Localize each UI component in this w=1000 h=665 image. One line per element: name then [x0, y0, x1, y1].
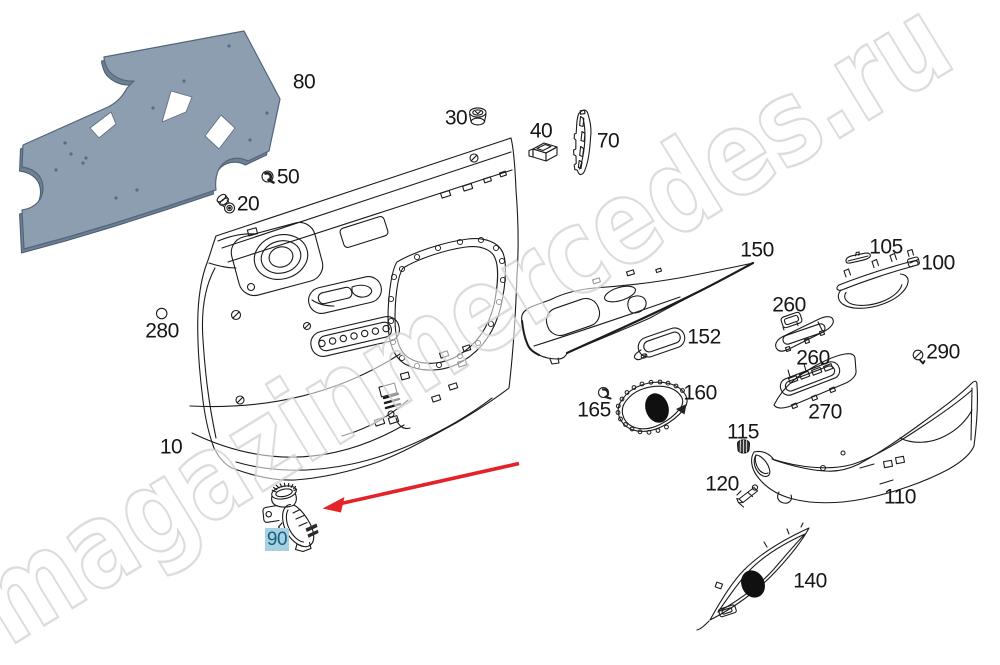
plug-20-art	[216, 193, 236, 214]
part-label-90-highlighted[interactable]: 90	[265, 528, 289, 551]
cap-105-art	[845, 251, 871, 264]
pointer-arrow	[322, 461, 520, 513]
part-label-120: 120	[705, 472, 739, 496]
switch-panel-270-art	[773, 353, 857, 410]
part-label-140: 140	[793, 569, 827, 593]
part-label-150: 150	[740, 238, 774, 262]
part-label-115: 115	[727, 420, 759, 444]
trim-150-art	[521, 261, 755, 365]
part-label-100: 100	[921, 251, 955, 275]
part-label-30: 30	[444, 106, 468, 130]
speaker-cover-140-art	[696, 522, 810, 631]
trim-152-art	[633, 327, 686, 361]
part-label-270: 270	[808, 400, 842, 424]
lock-bracket-90-art	[262, 482, 319, 553]
screw-290-art	[912, 349, 926, 365]
part-label-80: 80	[292, 70, 316, 94]
part-label-165: 165	[577, 398, 611, 422]
speaker-160-art	[615, 379, 688, 435]
part-label-105: 105	[869, 235, 903, 259]
handle-100-art	[836, 248, 920, 309]
part-label-260b: 260	[796, 346, 830, 370]
clip-165-art	[597, 386, 612, 400]
part-label-260a: 260	[772, 293, 806, 317]
bezel-260a-art	[780, 311, 803, 331]
grommet-30-art	[469, 107, 487, 126]
part-label-280: 280	[145, 319, 179, 343]
part-label-160: 160	[683, 381, 717, 405]
part-label-152: 152	[687, 325, 721, 349]
part-label-20: 20	[236, 192, 260, 216]
switch-40-art	[528, 142, 558, 162]
part-label-110: 110	[884, 485, 916, 509]
door-panel-10-art	[189, 137, 519, 481]
part-label-290: 290	[926, 340, 960, 364]
bracket-120-art	[736, 484, 759, 508]
part-label-10: 10	[159, 435, 183, 459]
insulation-panel-80-art	[19, 30, 281, 254]
grommet-115-art	[736, 439, 751, 454]
armrest-110-art	[751, 380, 978, 504]
hole-280-art	[155, 307, 168, 320]
part-label-40: 40	[529, 119, 553, 143]
trim-70-art	[573, 109, 592, 176]
part-label-70: 70	[596, 129, 620, 153]
clip-50-art	[261, 170, 275, 184]
part-label-50: 50	[276, 165, 300, 189]
bezel-260b-art	[775, 316, 834, 353]
